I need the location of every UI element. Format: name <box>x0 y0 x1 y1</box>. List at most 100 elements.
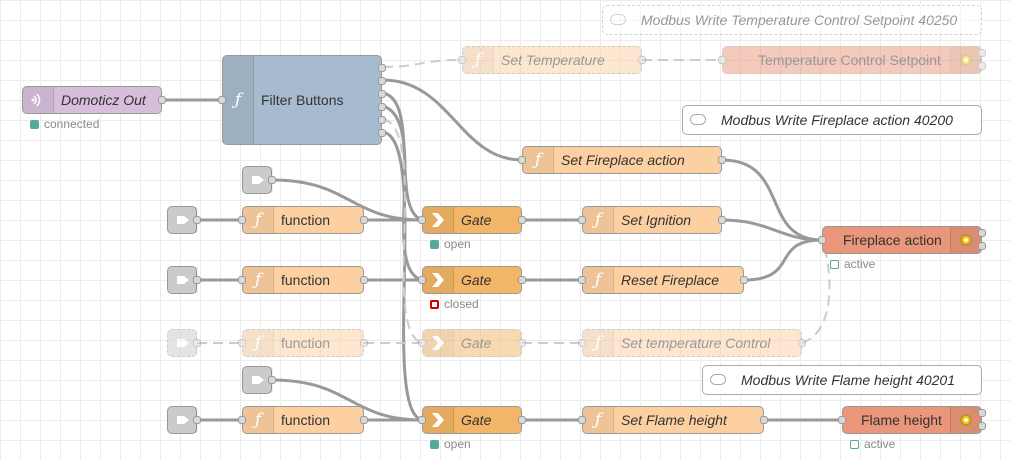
wire <box>271 178 423 222</box>
domoticz-out-node[interactable]: Domoticz Out <box>22 86 166 114</box>
output-port[interactable] <box>268 376 276 384</box>
flame-height-node[interactable]: Flame height <box>838 406 986 434</box>
comment-node[interactable]: Modbus Write Temperature Control Setpoin… <box>602 5 982 35</box>
output-port[interactable] <box>378 77 386 85</box>
input-port[interactable] <box>458 56 466 64</box>
input-port[interactable] <box>418 416 426 424</box>
inject-node[interactable] <box>167 329 201 357</box>
output-port[interactable] <box>718 216 726 224</box>
input-port[interactable] <box>238 216 246 224</box>
node-status: active <box>850 437 895 451</box>
input-port[interactable] <box>578 339 586 347</box>
status-dot <box>850 439 859 449</box>
output-port[interactable] <box>978 422 986 430</box>
node-label: Domoticz Out <box>61 92 146 108</box>
status-text: active <box>864 437 896 451</box>
output-port[interactable] <box>740 276 748 284</box>
gate-node[interactable]: Gate <box>418 406 526 434</box>
input-port[interactable] <box>578 276 586 284</box>
gate-node[interactable]: Gate <box>418 206 526 234</box>
input-port[interactable] <box>718 56 726 64</box>
output-port[interactable] <box>360 216 368 224</box>
output-port[interactable] <box>378 129 386 137</box>
set-temperature-node[interactable]: ƒ Set Temperature <box>458 46 646 74</box>
wire <box>801 239 831 344</box>
status-dot <box>430 439 439 449</box>
inject-node[interactable] <box>167 206 201 234</box>
output-port[interactable] <box>158 96 166 104</box>
output-port[interactable] <box>193 276 201 284</box>
inject-node[interactable] <box>242 166 276 194</box>
function-node[interactable]: ƒ function <box>238 206 368 234</box>
status-dot <box>430 299 439 309</box>
fireplace-action-node[interactable]: Fireplace action <box>818 226 986 254</box>
input-port[interactable] <box>418 339 426 347</box>
set-temperature-control-node[interactable]: ƒ Set temperature Control <box>578 329 806 357</box>
node-label: function <box>281 272 331 288</box>
output-port[interactable] <box>518 276 526 284</box>
gate-node[interactable]: Gate <box>418 266 526 294</box>
wire <box>382 91 423 222</box>
input-port[interactable] <box>418 276 426 284</box>
output-port[interactable] <box>718 156 726 164</box>
set-flame-height-node[interactable]: ƒ Set Flame height <box>578 406 768 434</box>
set-fireplace-action-node[interactable]: ƒ Set Fireplace action <box>518 146 726 174</box>
comment-node[interactable]: Modbus Write Fireplace action 40200 <box>682 105 982 135</box>
node-status: open <box>430 437 471 451</box>
filter-buttons-node[interactable]: ƒ Filter Buttons <box>218 55 386 145</box>
output-port[interactable] <box>978 409 986 417</box>
output-port[interactable] <box>378 103 386 111</box>
input-port[interactable] <box>238 339 246 347</box>
gate-arrow-icon <box>423 407 454 433</box>
input-port[interactable] <box>838 416 846 424</box>
output-port[interactable] <box>378 116 386 124</box>
output-port[interactable] <box>638 56 646 64</box>
node-label: Set Fireplace action <box>561 152 685 168</box>
output-port[interactable] <box>193 416 201 424</box>
wire <box>382 78 523 162</box>
output-port[interactable] <box>978 229 986 237</box>
output-port[interactable] <box>268 176 276 184</box>
input-port[interactable] <box>818 236 826 244</box>
input-port[interactable] <box>578 416 586 424</box>
output-port[interactable] <box>518 216 526 224</box>
output-port[interactable] <box>360 276 368 284</box>
node-status: open <box>430 237 471 251</box>
output-port[interactable] <box>360 339 368 347</box>
output-port[interactable] <box>798 339 806 347</box>
output-port[interactable] <box>978 242 986 250</box>
input-port[interactable] <box>418 216 426 224</box>
input-port[interactable] <box>238 416 246 424</box>
temperature-control-setpoint-node[interactable]: Temperature Control Setpoint <box>718 46 986 74</box>
function-icon: ƒ <box>583 330 614 356</box>
input-port[interactable] <box>578 216 586 224</box>
output-port[interactable] <box>378 90 386 98</box>
inject-node[interactable] <box>242 366 276 394</box>
output-port[interactable] <box>978 49 986 57</box>
set-ignition-node[interactable]: ƒ Set Ignition <box>578 206 726 234</box>
gate-node[interactable]: Gate <box>418 329 526 357</box>
node-label: Set Temperature <box>501 52 605 68</box>
wire <box>271 378 423 422</box>
input-port[interactable] <box>238 276 246 284</box>
output-port[interactable] <box>518 416 526 424</box>
reset-fireplace-node[interactable]: ƒ Reset Fireplace <box>578 266 748 294</box>
output-port[interactable] <box>193 339 201 347</box>
output-port[interactable] <box>378 64 386 72</box>
output-port[interactable] <box>978 62 986 70</box>
wire <box>382 59 463 68</box>
output-port[interactable] <box>360 416 368 424</box>
input-port[interactable] <box>218 96 226 104</box>
comment-node[interactable]: Modbus Write Flame height 40201 <box>702 365 982 395</box>
input-port[interactable] <box>518 156 526 164</box>
node-label: Gate <box>461 272 492 288</box>
inject-node[interactable] <box>167 406 201 434</box>
inject-node[interactable] <box>167 266 201 294</box>
function-node[interactable]: ƒ function <box>238 406 368 434</box>
output-port[interactable] <box>518 339 526 347</box>
output-port[interactable] <box>193 216 201 224</box>
function-node[interactable]: ƒ function <box>238 329 368 357</box>
function-node[interactable]: ƒ function <box>238 266 368 294</box>
output-port[interactable] <box>760 416 768 424</box>
